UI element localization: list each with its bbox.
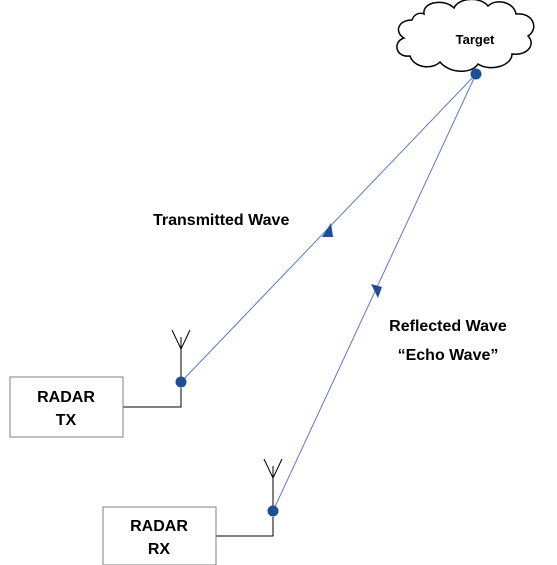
reflected-wave-arrow <box>371 284 382 298</box>
echo-wave-label: “Echo Wave” <box>398 347 499 364</box>
target-label: Target <box>456 32 495 47</box>
radar-tx-line1: RADAR <box>37 389 95 406</box>
radar-tx-line2: TX <box>56 412 77 429</box>
radar-rx-line2: RX <box>148 541 171 558</box>
radar-tx-box: RADAR TX <box>9 376 124 438</box>
tx-connector <box>123 388 182 408</box>
tx-antenna-icon <box>171 329 191 382</box>
cloud-shape <box>396 0 535 72</box>
target-node <box>470 68 482 80</box>
rx-antenna-icon <box>263 458 283 511</box>
rx-connector <box>216 517 274 537</box>
radar-rx-box: RADAR RX <box>102 506 217 565</box>
target-cloud: Target <box>396 0 535 72</box>
radar-rx-line1: RADAR <box>130 518 188 535</box>
tx-node <box>175 376 187 388</box>
reflected-wave-label: Reflected Wave <box>389 318 507 335</box>
rx-node <box>267 505 279 517</box>
reflected-wave-line <box>272 73 477 512</box>
transmitted-wave-label: Transmitted Wave <box>153 212 289 229</box>
transmitted-wave-arrow <box>322 223 333 237</box>
